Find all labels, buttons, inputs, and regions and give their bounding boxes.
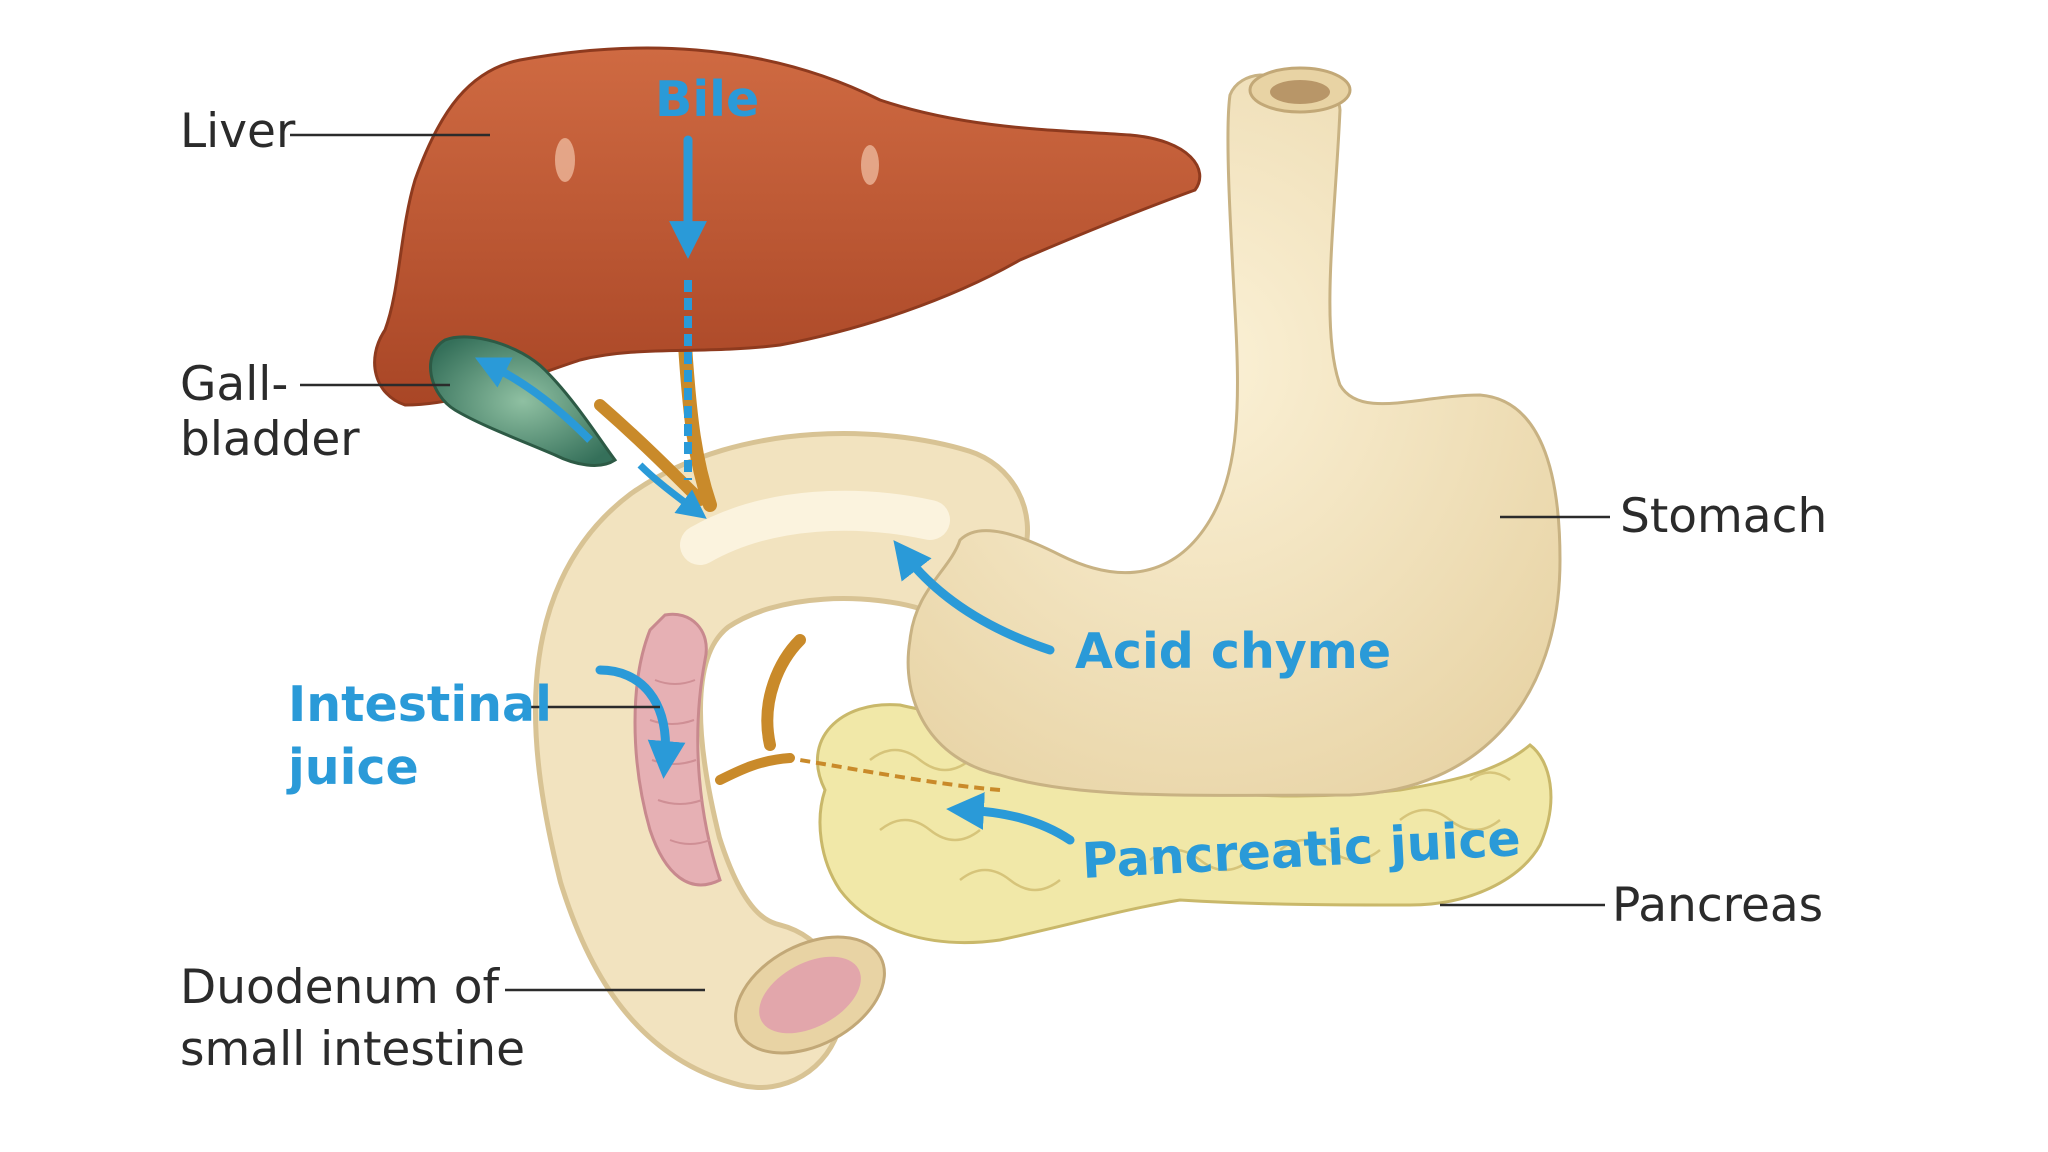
gallbladder-label-line1: Gall- [180, 357, 289, 412]
intestinal-juice-label-line1: Intestinal [288, 676, 552, 733]
pancreatic-duct [799, 758, 1001, 792]
gallbladder-fill-arrow [474, 357, 593, 443]
bile-flow-label: Bile [655, 71, 760, 128]
duodenum-label-line1: Duodenum of [180, 960, 500, 1015]
pancreas-label: Pancreas [1612, 878, 1824, 933]
duodenum-label-line2: small intestine [180, 1022, 525, 1077]
stomach-label: Stomach [1620, 489, 1828, 544]
acid-chyme-arrow [893, 540, 1055, 655]
gallbladder-label-line2: bladder [180, 412, 360, 467]
bile-to-duodenum-arrow [637, 462, 707, 519]
intestinal-juice-arrow [595, 665, 686, 779]
pancreatic-juice-arrow [946, 792, 1075, 845]
intestinal-juice-label-line2: juice [288, 739, 419, 796]
liver-shape [373, 46, 1202, 407]
liver-label: Liver [180, 104, 296, 159]
acid-chyme-label: Acid chyme [1075, 623, 1392, 680]
stomach-shape [906, 73, 1562, 797]
